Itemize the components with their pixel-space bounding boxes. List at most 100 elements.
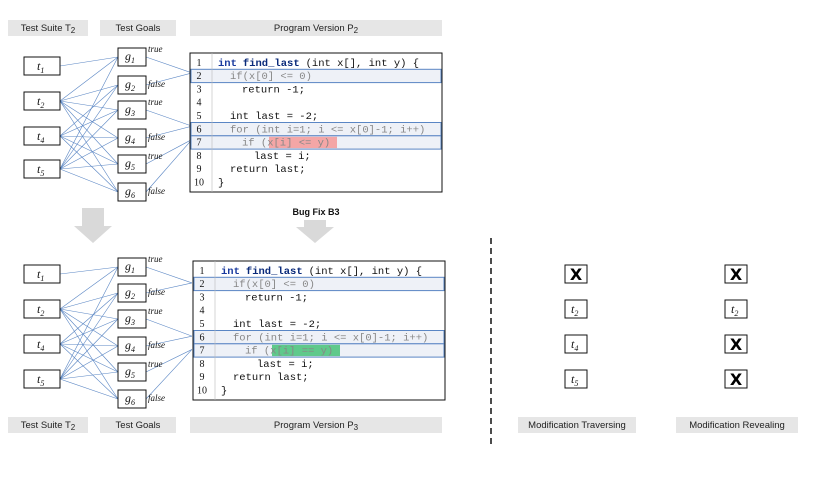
test-node-box [23, 159, 61, 179]
goal-annotation: true [148, 44, 163, 54]
test-node: t4 [23, 126, 61, 146]
goal-annotation: true [148, 254, 163, 264]
edges-top [59, 56, 193, 193]
header-bg [100, 20, 176, 36]
goal-node-box [117, 257, 147, 277]
edge-test-goal [59, 168, 119, 193]
result-test-label: t4 [571, 337, 578, 353]
code-line: if(x[0] <= 0) [230, 71, 312, 83]
edge-test-goal [59, 100, 119, 139]
test-node-label: t2 [37, 302, 44, 318]
goal-node-box [117, 182, 147, 202]
goal-annotation: false [148, 393, 165, 403]
code-line: if(x[0] <= 0) [233, 279, 315, 291]
goal-node-label: g4 [125, 130, 135, 146]
goal-node-box [117, 75, 147, 95]
edge-test-goal [59, 109, 119, 137]
header-bg [100, 417, 176, 433]
line-number: 4 [197, 98, 202, 109]
cross-icon: X [730, 370, 743, 389]
test-node-label: t5 [37, 162, 44, 178]
result-cross: X [724, 369, 748, 389]
code-line: return last; [230, 164, 306, 176]
header-mod-revealing: Modification Revealing [689, 420, 785, 431]
header-bottom-program: Program Version P3 [274, 420, 359, 432]
edge-test-goal [59, 56, 119, 102]
test-node-label: t2 [37, 94, 44, 110]
test-node: t5 [23, 369, 61, 389]
test-node: t5 [23, 159, 61, 179]
header-bg [190, 20, 442, 36]
line-number: 5 [200, 319, 205, 330]
code-line: return last; [233, 372, 309, 384]
result-test: t5 [564, 369, 588, 389]
goal-node-box [117, 47, 147, 67]
changed-condition-highlight [272, 344, 340, 357]
result-test-label: t2 [731, 302, 738, 318]
test-node-box [23, 369, 61, 389]
test-node-box [23, 56, 61, 76]
header-top-goals: Test Goals [116, 23, 161, 34]
line-number: 1 [197, 58, 202, 69]
code-line: last = i; [257, 359, 314, 371]
edge-test-goal [59, 318, 119, 380]
edge-goal-code [145, 282, 193, 294]
edge-goal-code [145, 125, 193, 139]
goal-annotation: false [148, 132, 165, 142]
test-node: t2 [23, 91, 61, 111]
result-test-label: t2 [571, 302, 578, 318]
header-bg [190, 417, 442, 433]
covered-line-highlight [190, 68, 442, 84]
result-box [564, 369, 588, 389]
test-node-label: t1 [37, 267, 44, 283]
goal-node-label: g6 [125, 391, 135, 407]
result-box [724, 334, 748, 354]
line-number: 3 [200, 292, 205, 303]
edge-test-goal [59, 84, 119, 102]
code-line: for (int i=1; i <= x[0]-1; i++) [233, 332, 428, 344]
result-cross: X [564, 264, 588, 284]
result-cross: X [724, 264, 748, 284]
edge-test-goal [59, 308, 119, 347]
goal-node: g4 false [117, 128, 165, 148]
header-bg [8, 20, 88, 36]
edge-test-goal [59, 378, 119, 400]
edge-test-goal [59, 109, 119, 170]
test-node-label: t4 [37, 337, 44, 353]
goal-node-box [117, 362, 147, 382]
edge-test-goal [59, 308, 119, 320]
edge-test-goal [59, 137, 119, 170]
line-number: 10 [197, 386, 207, 397]
edge-test-goal [59, 345, 119, 380]
code-line: if (x[i] <= y) [242, 138, 330, 150]
cross-icon: X [570, 265, 583, 284]
line-number: 6 [197, 124, 202, 135]
code-line: return -1; [245, 292, 308, 304]
result-test-label: t5 [571, 372, 578, 388]
edge-test-goal [59, 292, 119, 380]
result-box [724, 264, 748, 284]
goal-annotation: true [148, 359, 163, 369]
goal-node-label: g5 [125, 364, 135, 380]
header-top-program: Program Version P2 [274, 23, 359, 35]
result-box [724, 299, 748, 319]
header-bottom-suite: Test Suite T2 [21, 420, 76, 432]
goal-annotation: true [148, 97, 163, 107]
line-number: 2 [197, 71, 202, 82]
edge-test-goal [59, 343, 119, 347]
header-bottom-goals: Test Goals [116, 420, 161, 431]
goal-annotation: true [148, 151, 163, 161]
line-number: 9 [197, 164, 202, 175]
code-line: if (x[i] == y) [245, 346, 333, 358]
edge-test-goal [59, 318, 119, 345]
edge-test-goal [59, 100, 119, 193]
edge-goal-code [145, 109, 193, 127]
